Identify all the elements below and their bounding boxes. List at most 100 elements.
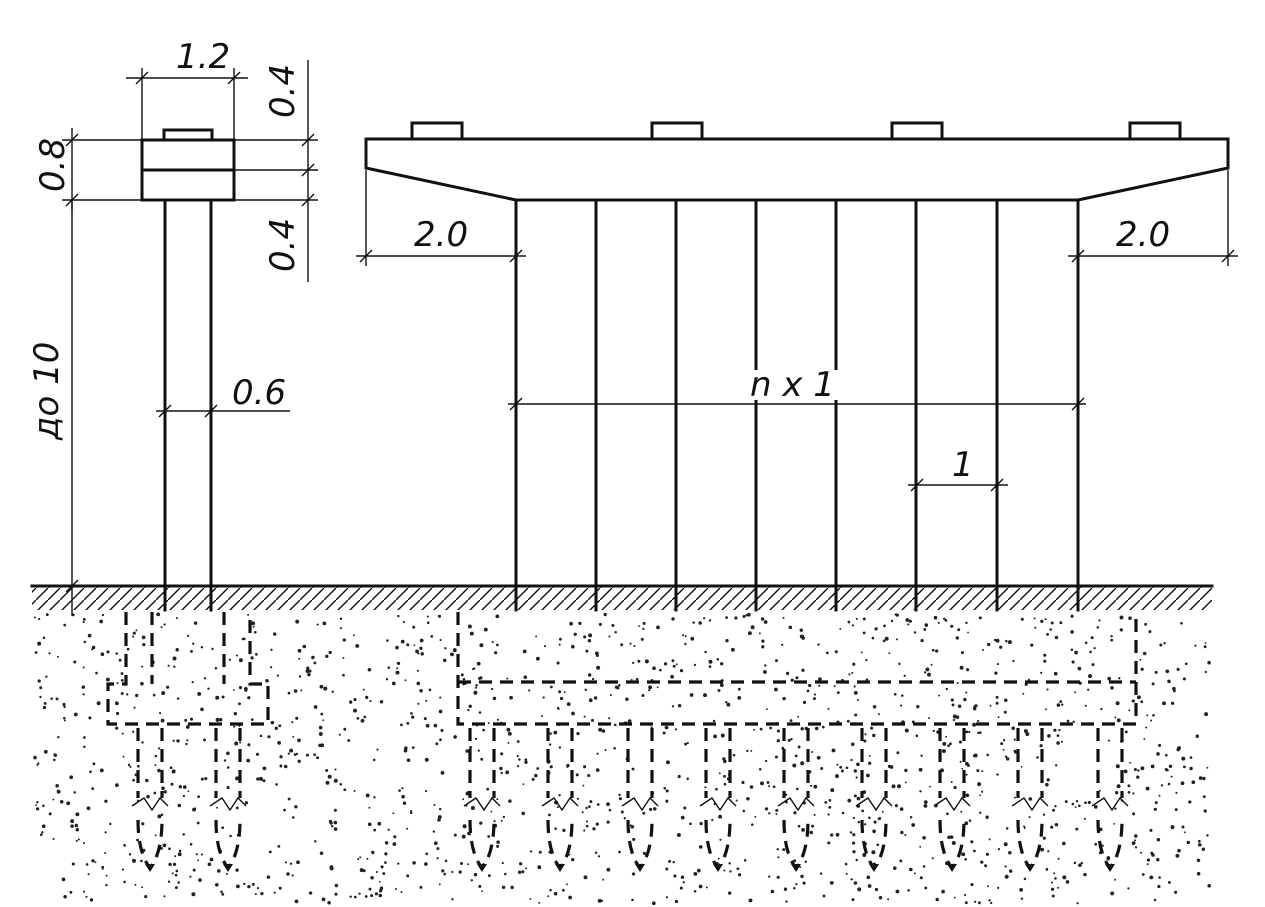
soil-dot	[1094, 842, 1098, 846]
soil-dot	[500, 752, 504, 756]
soil-dot	[735, 799, 738, 802]
soil-dot	[631, 661, 635, 665]
soil-dot	[632, 837, 636, 841]
soil-dot	[923, 800, 928, 804]
soil-dot	[81, 685, 86, 689]
soil-dot	[486, 787, 490, 791]
soil-dot	[1087, 688, 1090, 691]
soil-dot	[786, 671, 790, 676]
soil-dot	[1174, 890, 1178, 894]
soil-dot	[563, 691, 566, 694]
soil-dot	[573, 632, 577, 636]
soil-dot	[781, 643, 784, 647]
soil-dot	[841, 811, 845, 815]
soil-dot	[852, 662, 856, 666]
soil-dot	[172, 656, 177, 661]
soil-dot	[558, 690, 562, 694]
tick	[359, 249, 373, 263]
soil-dot	[775, 659, 778, 663]
soil-dot	[395, 645, 399, 650]
soil-dot	[806, 689, 810, 693]
soil-dot	[988, 838, 991, 841]
soil-dot	[613, 747, 616, 750]
soil-dot	[55, 697, 59, 701]
soil-dot	[566, 883, 568, 886]
soil-dot	[75, 839, 78, 842]
soil-dot	[154, 764, 157, 767]
soil-dot	[718, 772, 721, 775]
soil-dot	[1003, 710, 1007, 714]
soil-dot	[649, 807, 653, 811]
soil-dot	[583, 635, 587, 639]
soil-dot	[671, 659, 675, 663]
soil-dot	[566, 763, 570, 768]
soil-dot	[293, 689, 298, 693]
soil-dot	[518, 862, 523, 866]
soil-dot	[289, 748, 294, 753]
soil-dot	[608, 635, 611, 638]
soil-dot	[1084, 801, 1087, 805]
soil-dot	[313, 753, 317, 757]
soil-dot	[896, 751, 900, 755]
soil-dot	[1045, 868, 1049, 871]
soil-dot	[1070, 648, 1074, 652]
soil-dot	[291, 721, 294, 724]
soil-dot	[606, 867, 611, 872]
soil-dot	[48, 812, 52, 816]
soil-dot	[1184, 662, 1188, 666]
soil-dot	[1136, 695, 1141, 700]
soil-dot	[890, 619, 894, 623]
soil-dot	[1060, 740, 1063, 743]
soil-dot	[616, 686, 620, 690]
soil-dot	[853, 794, 857, 798]
side-pile-tip	[208, 726, 248, 874]
soil-dot	[668, 859, 672, 863]
soil-dot	[522, 649, 527, 654]
soil-dot	[182, 794, 186, 798]
soil-dot	[293, 753, 297, 756]
soil-dot	[1042, 813, 1046, 816]
soil-dot	[1115, 701, 1120, 706]
soil-dot	[244, 801, 249, 805]
front-pile-tip	[620, 726, 660, 874]
soil-dot	[583, 715, 586, 718]
soil-dot	[972, 722, 977, 727]
soil-dot	[922, 865, 926, 868]
soil-dot	[537, 865, 542, 870]
soil-dot	[1009, 869, 1013, 873]
soil-dot	[588, 633, 593, 638]
soil-dot	[50, 697, 53, 700]
soil-dot	[538, 850, 542, 854]
soil-dot	[965, 621, 968, 625]
soil-dot	[1152, 713, 1155, 717]
soil-dot	[75, 812, 80, 817]
tick	[65, 579, 79, 593]
soil-dot	[881, 810, 884, 813]
soil-dot	[273, 632, 277, 636]
soil-dot	[477, 749, 480, 752]
soil-dot	[173, 665, 176, 668]
soil-dot	[63, 623, 67, 627]
soil-dot	[957, 628, 961, 632]
soil-dot	[374, 892, 378, 896]
soil-dot	[608, 717, 611, 720]
soil-dot	[73, 660, 77, 664]
soil-dot	[594, 851, 598, 854]
soil-dot	[698, 884, 703, 889]
soil-dot	[1040, 619, 1044, 624]
soil-dot	[850, 878, 853, 881]
soil-dot	[163, 790, 167, 794]
soil-dot	[1050, 887, 1055, 891]
soil-dot	[159, 712, 162, 715]
soil-dot	[623, 817, 627, 820]
soil-dot	[627, 719, 632, 723]
soil-dot	[145, 778, 149, 783]
soil-dot	[895, 638, 899, 641]
soil-dot	[479, 821, 483, 825]
soil-dot	[380, 865, 384, 869]
soil-dot	[402, 620, 405, 624]
soil-dot	[424, 862, 428, 866]
soil-dot	[698, 845, 703, 849]
soil-dot	[1100, 707, 1103, 711]
soil-dot	[297, 738, 301, 743]
